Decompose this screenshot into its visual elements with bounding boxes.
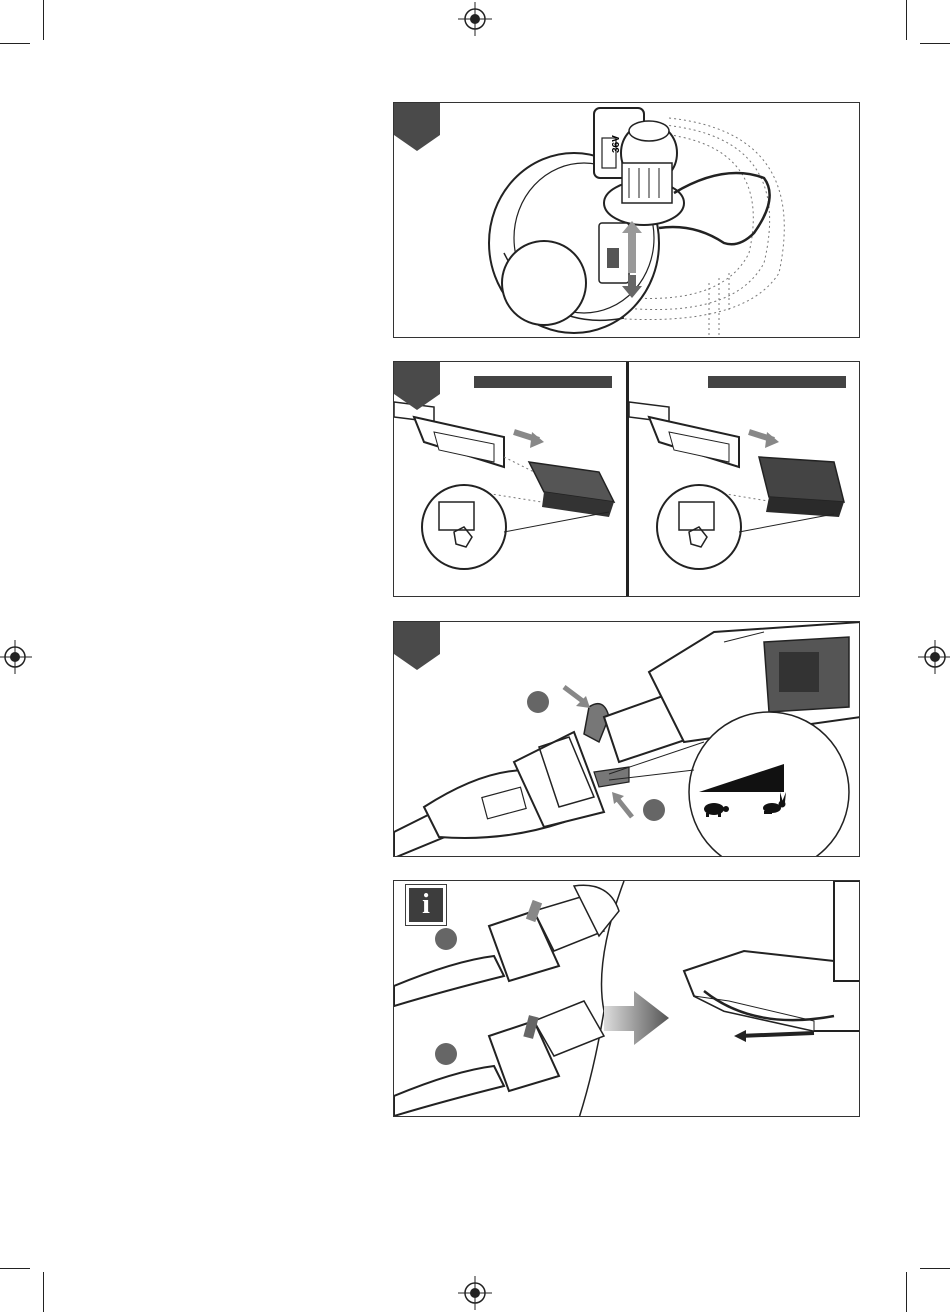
subpanel-divider: [626, 362, 629, 596]
subpanel-bar-right: [708, 376, 846, 388]
trigger-switch: [594, 767, 629, 787]
info-icon: i: [406, 885, 446, 925]
insert-arrow-left-icon: [530, 432, 544, 448]
registration-mark-bottom: [458, 1276, 492, 1310]
registration-mark-left: [0, 640, 32, 674]
transition-arrow-icon: [604, 991, 669, 1045]
figure-panel-1: 36V: [393, 102, 860, 338]
figure-panel-2: [393, 361, 860, 597]
callout-a-badge: [435, 928, 457, 950]
callout-2-badge: [643, 799, 665, 821]
crop-mark-bl-v: [43, 1272, 44, 1312]
crop-mark-tl-v: [43, 0, 44, 40]
trimmer-head-illustration: 36V: [394, 103, 860, 338]
crop-mark-tl-h: [0, 43, 30, 44]
callout-1-badge: [527, 691, 549, 713]
crop-mark-bl-h: [0, 1268, 30, 1269]
callout-b-badge: [435, 1043, 457, 1065]
slide-arrow-icon: [734, 1030, 746, 1042]
crop-mark-br-h: [920, 1268, 950, 1269]
step-tab-2: [394, 362, 440, 410]
subpanel-bar-left: [474, 376, 612, 388]
handle-switch-illustration: [394, 622, 860, 857]
crop-mark-tr-v: [906, 0, 907, 40]
crop-mark-tr-h: [920, 43, 950, 44]
figure-panel-3: [393, 621, 860, 857]
registration-mark-right: [918, 640, 950, 674]
crop-mark-br-v: [906, 1272, 907, 1312]
step-tab-1: [394, 103, 440, 151]
figure-panel-4: i: [393, 880, 860, 1117]
insert-arrow-right-icon: [765, 432, 779, 448]
edging-mode-illustration: [394, 881, 860, 1117]
step-tab-3: [394, 622, 440, 670]
registration-mark-top: [458, 2, 492, 36]
